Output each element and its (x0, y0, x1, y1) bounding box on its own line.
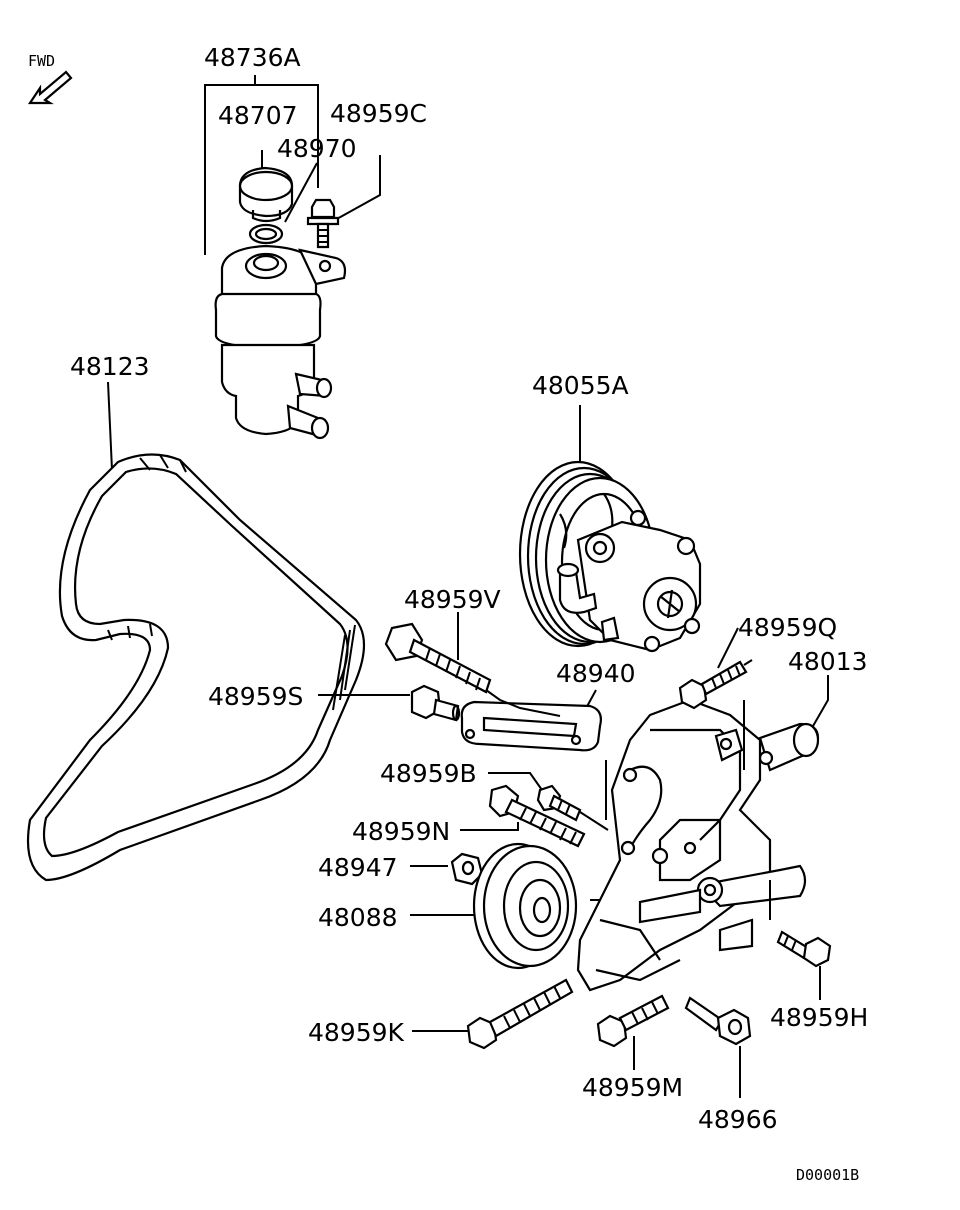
label-48959B: 48959B (380, 759, 477, 788)
leader-48959C (334, 155, 381, 221)
label-48959V: 48959V (404, 585, 501, 614)
reservoir-cap-48707 (238, 166, 294, 223)
bolt-48959V (384, 612, 561, 717)
label-48055A: 48055A (532, 371, 629, 400)
leader-48123 (107, 381, 113, 471)
leader-48959N (460, 822, 519, 831)
label-48966: 48966 (698, 1105, 778, 1134)
label-48959H: 48959H (770, 1003, 868, 1032)
reservoir-assembly (204, 75, 381, 440)
bolt-48959H (776, 930, 832, 1000)
label-48959N: 48959N (352, 817, 450, 846)
diagram-code: D00001B (796, 1166, 859, 1184)
label-48959Q: 48959Q (738, 613, 837, 642)
reservoir-tank (214, 244, 347, 440)
fwd-label: FWD (28, 52, 55, 70)
drive-belt-48123 (26, 381, 366, 882)
idler-pulley-48088 (410, 842, 578, 970)
label-48707: 48707 (218, 101, 298, 130)
bolt-48959S (318, 684, 461, 722)
part-labels: 48736A 48707 48970 48959C 48123 48055A 4… (70, 43, 868, 1134)
bolt-48966 (684, 996, 752, 1098)
bolt-48959M (596, 994, 670, 1070)
forward-arrow-icon (27, 70, 73, 105)
label-48959C: 48959C (330, 99, 427, 128)
power-steering-pump-48055A (518, 405, 702, 653)
label-48123: 48123 (70, 352, 150, 381)
bolt-48959C (306, 198, 340, 249)
bolt-48959B (488, 772, 609, 831)
leader-48736A (204, 75, 319, 255)
pump-bracket-48013 (576, 675, 829, 992)
leader-48970 (284, 162, 318, 223)
label-48013: 48013 (788, 647, 868, 676)
bracket-48940 (460, 689, 602, 752)
label-48959S: 48959S (208, 682, 303, 711)
label-48088: 48088 (318, 903, 398, 932)
leader-48959B (488, 772, 543, 791)
label-48736A: 48736A (204, 43, 301, 72)
nut-48947 (410, 852, 484, 886)
label-48959M: 48959M (582, 1073, 683, 1102)
bolt-48959N (460, 784, 586, 848)
o-ring-48970 (248, 223, 284, 245)
label-48940: 48940 (556, 659, 636, 688)
bolt-48959K (412, 978, 574, 1050)
forward-direction-indicator: FWD (27, 52, 73, 105)
label-48970: 48970 (277, 134, 357, 163)
leader-48959Q (717, 627, 739, 669)
label-48947: 48947 (318, 853, 398, 882)
label-48959K: 48959K (308, 1018, 405, 1047)
bolt-48959Q (678, 627, 753, 710)
